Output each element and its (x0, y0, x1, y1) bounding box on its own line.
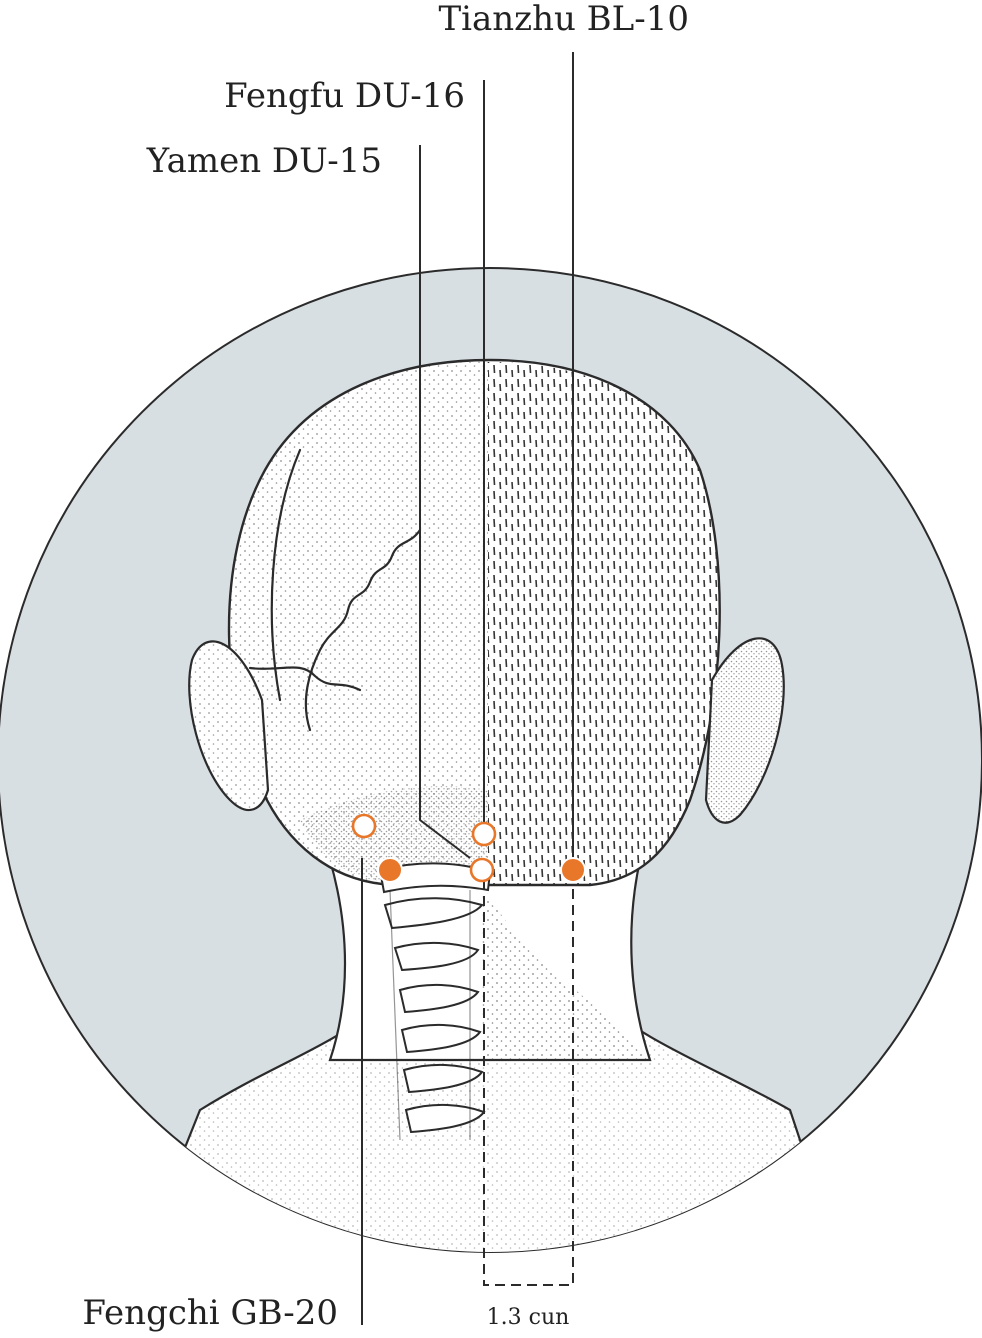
yamen-leader (419, 145, 471, 859)
fengchi-point (377, 857, 403, 883)
skull-stipple (228, 361, 489, 885)
measure-label: 1.3 cun (487, 1305, 570, 1330)
figure-body (138, 358, 842, 1252)
fengchi-contralateral-point (351, 813, 377, 839)
fengchi-label: Fengchi GB-20 (82, 1293, 338, 1333)
skull-contour (270, 448, 302, 702)
tianzhu-label: Tianzhu BL-10 (438, 0, 689, 39)
hair (488, 362, 720, 885)
fengfu-point (471, 821, 497, 847)
lambdoid-suture (248, 666, 362, 692)
yamen-label: Yamen DU-15 (146, 141, 382, 181)
tianzhu-point (560, 857, 586, 883)
sagittal-suture (304, 528, 422, 732)
yamen-point (469, 857, 495, 883)
fengfu-label: Fengfu DU-16 (224, 76, 465, 116)
measure-bracket (483, 880, 574, 1286)
cervical-spine (378, 862, 492, 1141)
occipital-base (300, 786, 488, 885)
